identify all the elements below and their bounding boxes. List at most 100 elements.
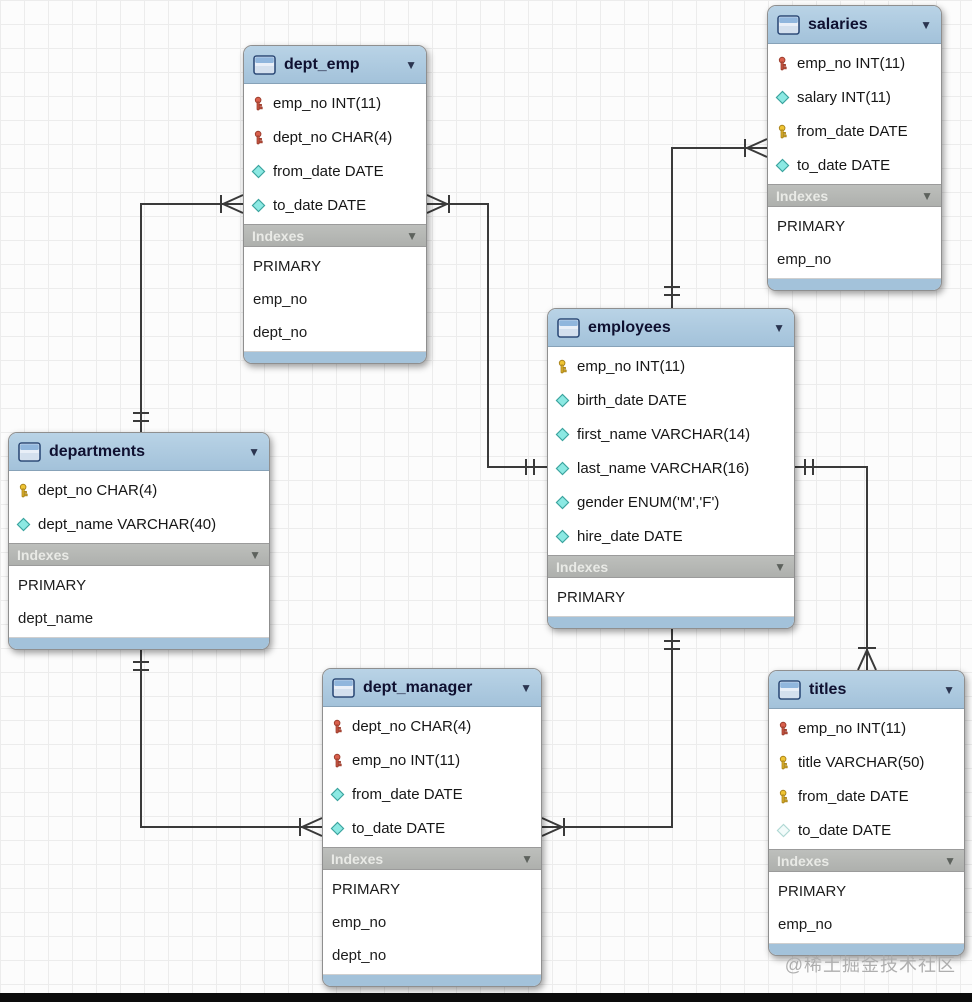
column-row[interactable]: dept_no CHAR(4) (244, 120, 426, 154)
column-row[interactable]: dept_no CHAR(4) (9, 473, 269, 507)
collapse-arrow-icon[interactable]: ▼ (406, 228, 418, 243)
indexes-bar[interactable]: Indexes ▼ (769, 849, 964, 872)
column-row[interactable]: dept_no CHAR(4) (323, 709, 541, 743)
collapse-arrow-icon[interactable]: ▼ (405, 57, 417, 72)
column-row[interactable]: gender ENUM('M','F') (548, 485, 794, 519)
collapse-arrow-icon[interactable]: ▼ (521, 851, 533, 866)
table-dept_emp[interactable]: dept_emp ▼ emp_no INT(11) dept_no CHAR(4… (243, 45, 427, 364)
index-row[interactable]: PRIMARY (332, 881, 401, 898)
column-row[interactable]: to_date DATE (323, 811, 541, 845)
column-row[interactable]: to_date DATE (769, 813, 964, 847)
table-header[interactable]: dept_emp ▼ (244, 46, 426, 84)
table-header[interactable]: titles ▼ (769, 671, 964, 709)
collapse-arrow-icon[interactable]: ▼ (249, 547, 261, 562)
column-row[interactable]: first_name VARCHAR(14) (548, 417, 794, 451)
indexes-bar[interactable]: Indexes ▼ (244, 224, 426, 247)
indexes-label: Indexes (556, 558, 609, 575)
relationship-dept_emp-employees[interactable] (426, 194, 547, 475)
column-row[interactable]: emp_no INT(11) (768, 46, 941, 80)
index-row[interactable]: dept_name (18, 610, 94, 627)
relationship-dept_emp-departments[interactable] (133, 194, 244, 432)
index-row[interactable]: dept_no (332, 947, 387, 964)
column-label: birth_date DATE (577, 391, 687, 409)
indexes-bar[interactable]: Indexes ▼ (323, 847, 541, 870)
column-label: to_date DATE (797, 156, 891, 174)
column-row[interactable]: to_date DATE (768, 148, 941, 182)
crow-foot-marker (220, 194, 244, 214)
relationship-line[interactable] (671, 147, 767, 308)
table-header[interactable]: departments ▼ (9, 433, 269, 471)
table-departments[interactable]: departments ▼ dept_no CHAR(4) dept_name … (8, 432, 270, 650)
indexes-bar[interactable]: Indexes ▼ (768, 184, 941, 207)
relationship-line[interactable] (427, 203, 547, 468)
collapse-arrow-icon[interactable]: ▼ (943, 682, 955, 697)
index-row[interactable]: dept_no (253, 324, 308, 341)
table-title: dept_manager (363, 678, 473, 696)
relationship-line[interactable] (140, 203, 243, 432)
table-dept_manager[interactable]: dept_manager ▼ dept_no CHAR(4) emp_no IN… (322, 668, 542, 987)
column-label: dept_name VARCHAR(40) (38, 515, 217, 533)
collapse-arrow-icon[interactable]: ▼ (520, 680, 532, 695)
indexes-label: Indexes (777, 852, 830, 869)
table-header[interactable]: employees ▼ (548, 309, 794, 347)
column-label: last_name VARCHAR(16) (577, 459, 750, 477)
relationship-titles-employees[interactable] (795, 459, 877, 671)
indexes-bar[interactable]: Indexes ▼ (9, 543, 269, 566)
table-icon (778, 679, 801, 700)
column-row[interactable]: dept_name VARCHAR(40) (9, 507, 269, 541)
index-row[interactable]: PRIMARY (253, 258, 322, 275)
column-row[interactable]: salary INT(11) (768, 80, 941, 114)
index-row[interactable]: PRIMARY (778, 883, 847, 900)
column-row[interactable]: from_date DATE (768, 114, 941, 148)
index-row[interactable]: emp_no (777, 251, 832, 268)
relationship-line[interactable] (795, 466, 868, 670)
column-row[interactable]: hire_date DATE (548, 519, 794, 553)
index-row[interactable]: emp_no (778, 916, 833, 933)
relationship-salaries-employees[interactable] (664, 138, 768, 308)
collapse-arrow-icon[interactable]: ▼ (248, 444, 260, 459)
column-row[interactable]: to_date DATE (244, 188, 426, 222)
one-cardinality-marker (133, 412, 149, 422)
relationship-dept_manager-departments[interactable] (133, 648, 323, 837)
column-row[interactable]: birth_date DATE (548, 383, 794, 417)
column-row[interactable]: from_date DATE (769, 779, 964, 813)
collapse-arrow-icon[interactable]: ▼ (774, 559, 786, 574)
table-title: dept_emp (284, 55, 360, 73)
column-row[interactable]: from_date DATE (323, 777, 541, 811)
table-salaries[interactable]: salaries ▼ emp_no INT(11) salary INT(11)… (767, 5, 942, 291)
crow-foot-marker (426, 194, 450, 214)
indexes-bar[interactable]: Indexes ▼ (548, 555, 794, 578)
column-label: emp_no INT(11) (798, 719, 907, 737)
column-row[interactable]: title VARCHAR(50) (769, 745, 964, 779)
table-title: departments (49, 442, 146, 460)
collapse-arrow-icon[interactable]: ▼ (921, 188, 933, 203)
table-employees[interactable]: employees ▼ emp_no INT(11) birth_date DA… (547, 308, 795, 629)
index-row[interactable]: PRIMARY (777, 218, 846, 235)
collapse-arrow-icon[interactable]: ▼ (920, 17, 932, 32)
collapse-arrow-icon[interactable]: ▼ (773, 320, 785, 335)
relationship-dept_manager-employees[interactable] (541, 627, 680, 837)
column-notnull-diamond-icon (555, 529, 570, 544)
column-row[interactable]: emp_no INT(11) (769, 711, 964, 745)
table-footer (548, 616, 794, 628)
table-header[interactable]: dept_manager ▼ (323, 669, 541, 707)
index-row[interactable]: PRIMARY (557, 589, 626, 606)
column-row[interactable]: last_name VARCHAR(16) (548, 451, 794, 485)
table-titles[interactable]: titles ▼ emp_no INT(11) title VARCHAR(50… (768, 670, 965, 956)
index-row[interactable]: emp_no (253, 291, 308, 308)
table-header[interactable]: salaries ▼ (768, 6, 941, 44)
column-row[interactable]: emp_no INT(11) (548, 349, 794, 383)
index-row[interactable]: PRIMARY (18, 577, 87, 594)
column-row[interactable]: from_date DATE (244, 154, 426, 188)
collapse-arrow-icon[interactable]: ▼ (944, 853, 956, 868)
column-row[interactable]: emp_no INT(11) (323, 743, 541, 777)
column-row[interactable]: emp_no INT(11) (244, 86, 426, 120)
column-notnull-diamond-icon (330, 821, 345, 836)
column-notnull-diamond-icon (775, 90, 790, 105)
indexes-section: PRIMARY emp_no dept_no (244, 247, 426, 351)
relationship-line[interactable] (140, 648, 322, 828)
relationship-line[interactable] (542, 627, 673, 828)
index-row[interactable]: emp_no (332, 914, 387, 931)
column-label: salary INT(11) (797, 88, 891, 106)
